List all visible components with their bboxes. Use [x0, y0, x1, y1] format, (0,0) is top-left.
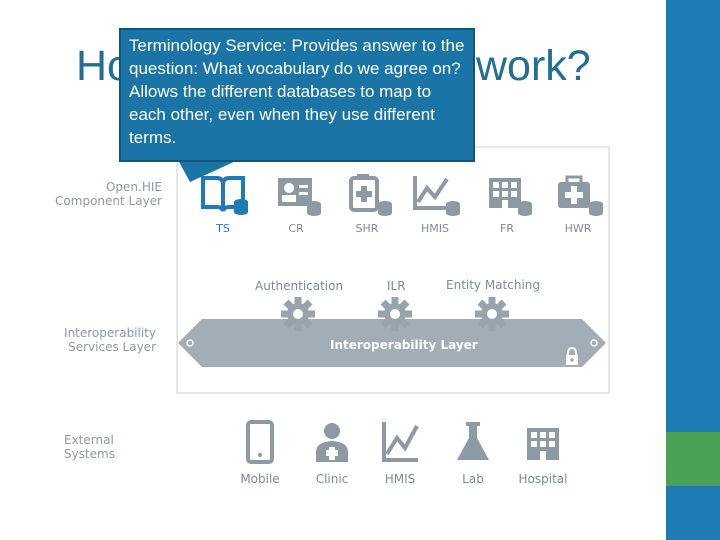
external-clinic[interactable]: Clinic — [296, 420, 368, 486]
component-fr[interactable]: FR — [472, 174, 542, 235]
component-cr[interactable]: CR — [261, 174, 331, 235]
authentication-label: Authentication — [255, 279, 344, 293]
component-shr[interactable]: SHR — [332, 174, 402, 235]
gear-icon — [475, 297, 509, 331]
component-label: SHR — [355, 222, 379, 235]
external-system-label: Mobile — [240, 472, 280, 486]
interoperability-layer-label: Interoperability Services Layer — [64, 326, 156, 354]
component-label: HWR — [564, 222, 592, 235]
gear-icon — [281, 297, 315, 331]
external-system-label: HMIS — [384, 472, 416, 486]
side-bar-blue-bottom — [666, 486, 720, 540]
interoperability-layer-band-label: Interoperability Layer — [330, 338, 478, 352]
external-system-label: Lab — [462, 472, 484, 486]
external-systems-label: External Systems — [64, 433, 115, 461]
building-icon — [489, 178, 532, 216]
entity-matching-label: Entity Matching — [446, 278, 541, 292]
external-hospital[interactable]: Hospital — [507, 420, 579, 486]
lock-icon — [566, 347, 578, 365]
external-mobile[interactable]: Mobile — [224, 420, 296, 486]
component-label: FR — [500, 222, 514, 235]
callout-pointer — [178, 160, 238, 182]
terminology-service-callout: Terminology Service: Provides answer to … — [119, 28, 475, 162]
component-hwr[interactable]: HWR — [543, 174, 613, 235]
line-chart-icon — [413, 176, 460, 216]
external-system-label: Clinic — [315, 472, 349, 486]
component-ts[interactable]: TS — [188, 174, 258, 235]
component-hmis[interactable]: HMIS — [400, 174, 470, 235]
id-card-icon — [278, 178, 321, 216]
component-label: CR — [288, 222, 304, 235]
component-label: TS — [216, 222, 230, 235]
external-hmis[interactable]: HMIS — [364, 420, 436, 486]
component-label: HMIS — [421, 222, 449, 235]
slide-title-end: work? — [476, 42, 591, 90]
side-bar-blue-top — [666, 0, 720, 432]
ilr-label: ILR — [387, 279, 406, 293]
hospital-icon — [527, 428, 559, 460]
health-record-icon — [349, 174, 392, 216]
side-bar-green — [666, 432, 720, 486]
medical-kit-icon — [558, 175, 603, 216]
line-chart-icon — [382, 422, 419, 462]
component-layer-label: Open.HIE Component Layer — [55, 180, 162, 208]
doctor-icon — [316, 423, 348, 462]
interoperability-band — [178, 319, 606, 367]
gear-icon — [378, 297, 412, 331]
external-lab[interactable]: Lab — [437, 420, 509, 486]
flask-icon — [457, 422, 489, 460]
mobile-phone-icon — [246, 420, 274, 464]
external-system-label: Hospital — [518, 472, 568, 486]
